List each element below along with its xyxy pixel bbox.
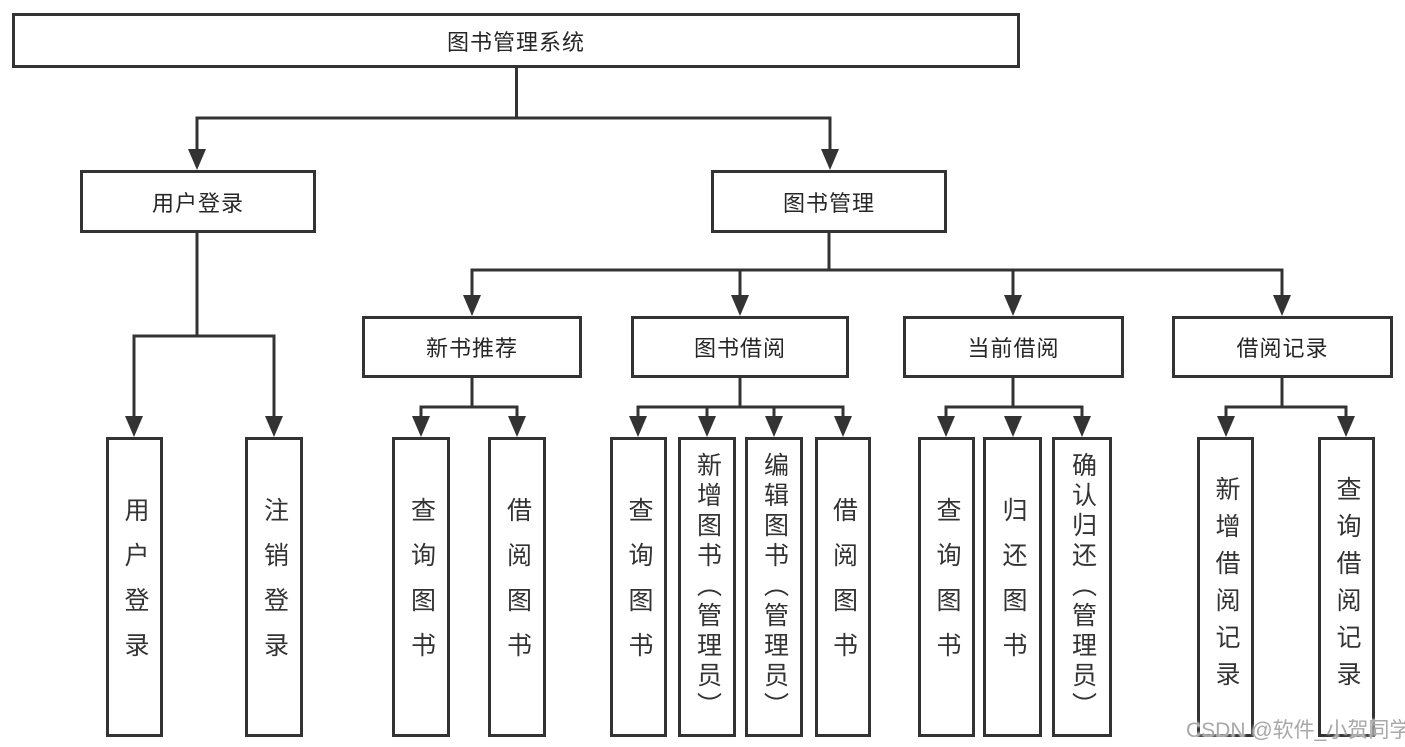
arrow-down-icon <box>821 149 839 170</box>
leaf-borrow-books-2: 借阅图书 <box>815 437 871 737</box>
node-label: 图书管理系统 <box>446 29 585 55</box>
node-label: 新书推荐 <box>425 336 518 361</box>
arrow-down-icon <box>834 416 852 437</box>
node-user-login: 用户登录 <box>80 170 316 233</box>
leaf-return-books: 归还图书 <box>983 437 1042 737</box>
leaf-query-books-3: 查询图书 <box>918 437 975 737</box>
leaf-borrow-books-1: 借阅图书 <box>488 437 546 737</box>
arrow-down-icon <box>1004 295 1022 316</box>
leaf-label: 借阅图书 <box>829 497 858 677</box>
arrow-down-icon <box>1004 416 1022 437</box>
arrow-down-icon <box>765 416 783 437</box>
leaf-label: 用户登录 <box>121 497 149 677</box>
leaf-label: 新增图书（管理员） <box>693 452 722 722</box>
leaf-label: 查询图书 <box>407 497 436 677</box>
arrow-down-icon <box>937 416 955 437</box>
arrow-down-icon <box>629 416 647 437</box>
leaf-query-books-1: 查询图书 <box>392 437 450 737</box>
node-label: 图书管理 <box>782 190 875 216</box>
leaf-label: 新增借阅记录 <box>1212 476 1240 698</box>
node-label: 图书借阅 <box>693 336 786 361</box>
arrow-down-icon <box>508 416 526 437</box>
leaf-add-books-admin: 新增图书（管理员） <box>678 437 736 737</box>
leaf-query-books-2: 查询图书 <box>610 437 667 737</box>
node-book-borrowing: 图书借阅 <box>631 316 849 378</box>
arrow-down-icon <box>265 416 283 437</box>
node-new-book-recommend: 新书推荐 <box>362 316 582 378</box>
arrow-down-icon <box>1273 295 1291 316</box>
arrow-down-icon <box>698 416 716 437</box>
leaf-confirm-return-admin: 确认归还（管理员） <box>1052 437 1112 737</box>
node-root-system: 图书管理系统 <box>12 13 1020 68</box>
leaf-label: 查询图书 <box>933 497 961 677</box>
leaf-add-borrow-record: 新增借阅记录 <box>1197 437 1254 737</box>
watermark: CSDN @软件_小贺同学 <box>1186 719 1405 742</box>
arrow-down-icon <box>125 416 143 437</box>
arrow-down-icon <box>731 295 749 316</box>
node-label: 借阅记录 <box>1236 336 1329 361</box>
arrow-down-icon <box>1217 416 1235 437</box>
node-current-borrowing: 当前借阅 <box>903 316 1124 378</box>
leaf-label: 编辑图书（管理员） <box>760 452 789 722</box>
leaf-edit-books-admin: 编辑图书（管理员） <box>745 437 803 737</box>
arrow-down-icon <box>188 149 206 170</box>
arrow-down-icon <box>412 416 430 437</box>
leaf-logout: 注销登录 <box>245 437 303 737</box>
node-label: 当前借阅 <box>967 336 1060 361</box>
arrow-down-icon <box>1073 416 1091 437</box>
arrow-down-icon <box>1337 416 1355 437</box>
leaf-query-borrow-record: 查询借阅记录 <box>1318 437 1375 737</box>
leaf-label: 归还图书 <box>999 497 1027 677</box>
leaf-label: 注销登录 <box>260 497 289 677</box>
node-borrow-records: 借阅记录 <box>1172 316 1393 378</box>
arrow-down-icon <box>463 295 481 316</box>
node-label: 用户登录 <box>151 190 244 216</box>
leaf-label: 借阅图书 <box>503 497 532 677</box>
leaf-label: 确认归还（管理员） <box>1068 452 1097 722</box>
leaf-label: 查询图书 <box>625 497 653 677</box>
node-book-management: 图书管理 <box>711 170 947 233</box>
leaf-label: 查询借阅记录 <box>1333 476 1361 698</box>
leaf-user-login: 用户登录 <box>106 437 163 737</box>
